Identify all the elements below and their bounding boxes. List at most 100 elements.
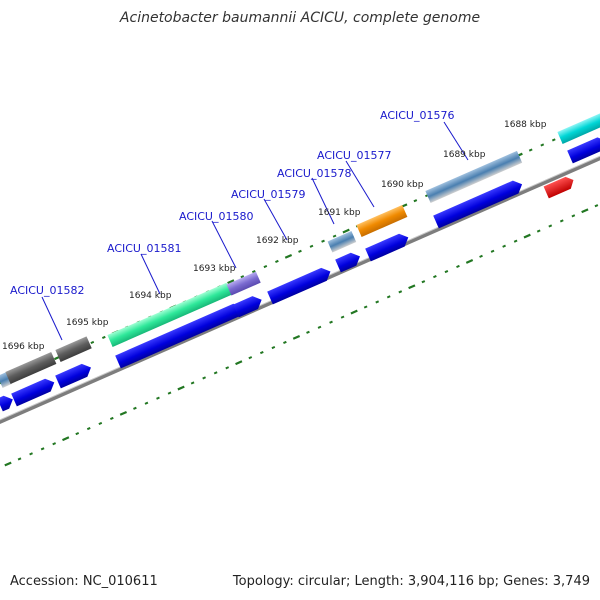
inner-tick <box>144 401 149 405</box>
inner-tick <box>375 300 380 304</box>
inner-tick <box>581 208 589 214</box>
inner-tick <box>479 254 483 258</box>
inner-tick <box>202 376 207 380</box>
gene-label-acicu-01577[interactable]: ACICU_01577 <box>317 149 391 162</box>
outer-tick <box>321 239 325 243</box>
forward-gene-arrow[interactable] <box>267 265 333 305</box>
gray-band-a <box>5 351 57 384</box>
inner-tick <box>329 320 333 324</box>
outer-tick <box>101 335 106 339</box>
kbp-label-1693: 1693 kbp <box>193 264 236 274</box>
inner-tick <box>363 305 368 309</box>
outer-tick <box>551 138 556 142</box>
kbp-label-1695: 1695 kbp <box>66 318 109 328</box>
inner-tick <box>109 416 114 420</box>
inner-tick <box>398 290 403 294</box>
gene-label-acicu-01576[interactable]: ACICU_01576 <box>380 109 454 122</box>
kbp-label-1689: 1689 kbp <box>443 150 486 160</box>
inner-tick <box>490 249 495 253</box>
inner-tick <box>86 426 91 431</box>
inner-tick <box>421 280 426 284</box>
outer-tick <box>240 275 245 279</box>
outer-tick <box>90 340 95 345</box>
inner-tick <box>594 204 599 208</box>
outer-tick <box>227 279 235 285</box>
outer-tick <box>309 244 314 248</box>
forward-gene-arrow[interactable] <box>365 231 411 262</box>
inner-tick <box>523 233 531 239</box>
outer-tick <box>298 249 302 253</box>
inner-tick <box>98 421 103 426</box>
outer-tick <box>528 148 533 152</box>
inner-tick <box>259 351 264 355</box>
inner-tick <box>190 381 195 385</box>
gene-label-acicu-01579[interactable]: ACICU_01579 <box>231 188 305 201</box>
inner-tick <box>513 239 518 243</box>
topology-text: Topology: circular; Length: 3,904,116 bp… <box>232 574 590 589</box>
inner-tick <box>133 406 137 410</box>
inner-tick <box>317 325 322 329</box>
inner-tick <box>465 259 474 264</box>
forward-gene-arrow[interactable] <box>567 135 600 164</box>
label-links <box>41 121 469 341</box>
accession-text: Accession: NC_010611 <box>10 574 158 589</box>
outer-tick <box>342 228 350 234</box>
inner-tick <box>213 371 218 375</box>
inner-tick <box>433 275 437 279</box>
inner-tick <box>248 356 253 360</box>
inner-tick <box>177 385 185 391</box>
gray-band-b <box>55 336 92 362</box>
forward-gene-arrow[interactable] <box>55 361 94 389</box>
inner-tick <box>350 309 358 315</box>
inner-tick <box>17 457 22 461</box>
kbp-label-1696: 1696 kbp <box>2 342 45 352</box>
green-band <box>107 282 232 347</box>
inner-tick <box>292 334 301 340</box>
purple-band <box>226 271 261 296</box>
forward-gene-arrow[interactable] <box>115 301 245 369</box>
kbp-label-1690: 1690 kbp <box>381 180 424 190</box>
inner-tick <box>75 432 80 436</box>
page-title: Acinetobacter baumannii ACICU, complete … <box>119 10 481 26</box>
gene-label-acicu-01582[interactable]: ACICU_01582 <box>10 284 84 297</box>
kbp-label-1688: 1688 kbp <box>504 120 547 130</box>
inner-tick <box>235 360 243 366</box>
inner-tick <box>4 461 12 467</box>
kbp-label-1692: 1692 kbp <box>256 236 299 246</box>
gene-label-acicu-01581[interactable]: ACICU_01581 <box>107 242 181 255</box>
gene-label-acicu-01578[interactable]: ACICU_01578 <box>277 167 351 180</box>
steelblue-band-large <box>425 150 523 203</box>
inner-tick <box>167 391 172 395</box>
inner-tick <box>156 396 160 400</box>
inner-tick-track <box>4 204 599 467</box>
inner-tick <box>62 436 70 442</box>
inner-tick <box>119 410 128 416</box>
inner-tick <box>40 447 45 451</box>
orange-band <box>356 204 408 237</box>
kbp-label-1691: 1691 kbp <box>318 208 361 218</box>
inner-tick <box>283 340 287 345</box>
outer-tick <box>251 270 256 274</box>
inner-tick <box>571 214 576 218</box>
gene-label-acicu-01580[interactable]: ACICU_01580 <box>179 210 253 223</box>
forward-gene-arrow[interactable] <box>11 376 57 407</box>
forward-gene-arrow[interactable] <box>233 293 264 318</box>
outer-tick <box>275 259 279 264</box>
inner-tick <box>548 224 553 228</box>
forward-gene-arrow[interactable] <box>0 393 16 412</box>
outer-tick <box>413 199 418 203</box>
inner-tick <box>29 452 33 456</box>
forward-gene-arrow[interactable] <box>335 250 363 273</box>
inner-tick <box>559 219 564 223</box>
reverse-gene-arrow <box>543 176 574 199</box>
outer-tick <box>263 264 268 269</box>
forward-gene-arrow[interactable] <box>433 178 525 229</box>
inner-tick <box>386 295 391 299</box>
inner-tick <box>340 315 345 319</box>
inner-tick <box>456 264 460 269</box>
steelblue-band-small <box>327 231 357 253</box>
kbp-label-1694: 1694 kbp <box>129 291 172 301</box>
outer-tick <box>284 253 293 259</box>
outer-tick <box>332 234 337 238</box>
